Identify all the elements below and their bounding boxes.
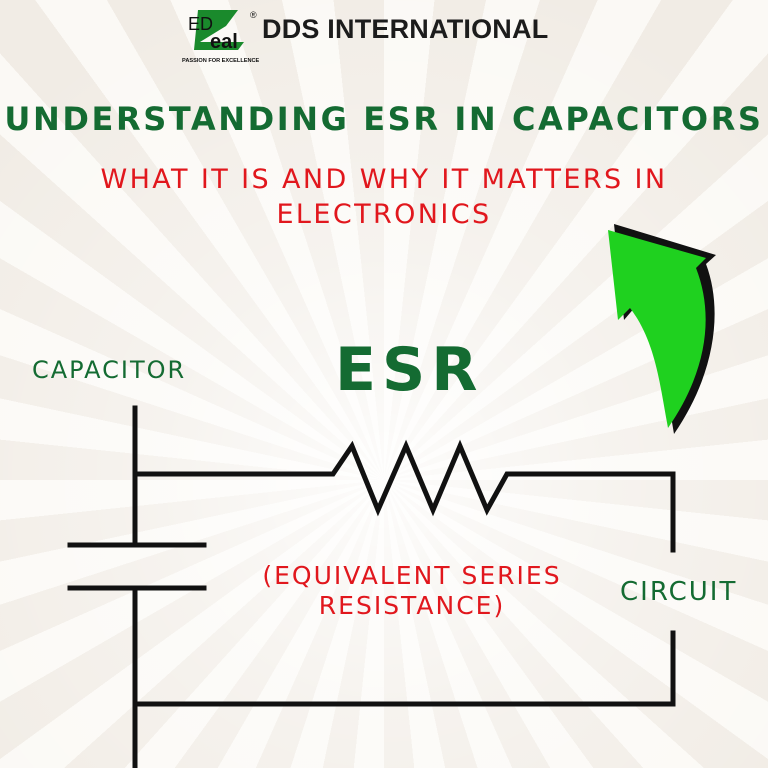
page-subtitle: WHAT IT IS AND WHY IT MATTERS IN ELECTRO…: [100, 164, 668, 230]
resistor-zigzag: [132, 439, 676, 553]
return-wire: [132, 630, 676, 707]
brand-name: DDS INTERNATIONAL: [262, 14, 549, 44]
curved-arrow-up-icon: [608, 224, 716, 434]
esr-label: ESR: [335, 335, 483, 405]
page-title: UNDERSTANDING ESR IN CAPACITORS: [4, 100, 764, 138]
logo-registered-mark: ®: [250, 10, 257, 20]
circuit-label: CIRCUIT: [620, 577, 737, 607]
esr-full-line2: RESISTANCE): [319, 591, 505, 620]
edeal-logo: ED eal ® PASSION FOR EXCELLENCE: [182, 10, 260, 64]
logo-tagline: PASSION FOR EXCELLENCE: [182, 58, 260, 64]
logo-text-ed: ED: [188, 14, 213, 34]
logo-text-eal: eal: [210, 31, 238, 53]
esr-full-line1: (EQUIVALENT SERIES: [262, 561, 561, 590]
capacitor-label: CAPACITOR: [32, 356, 186, 384]
